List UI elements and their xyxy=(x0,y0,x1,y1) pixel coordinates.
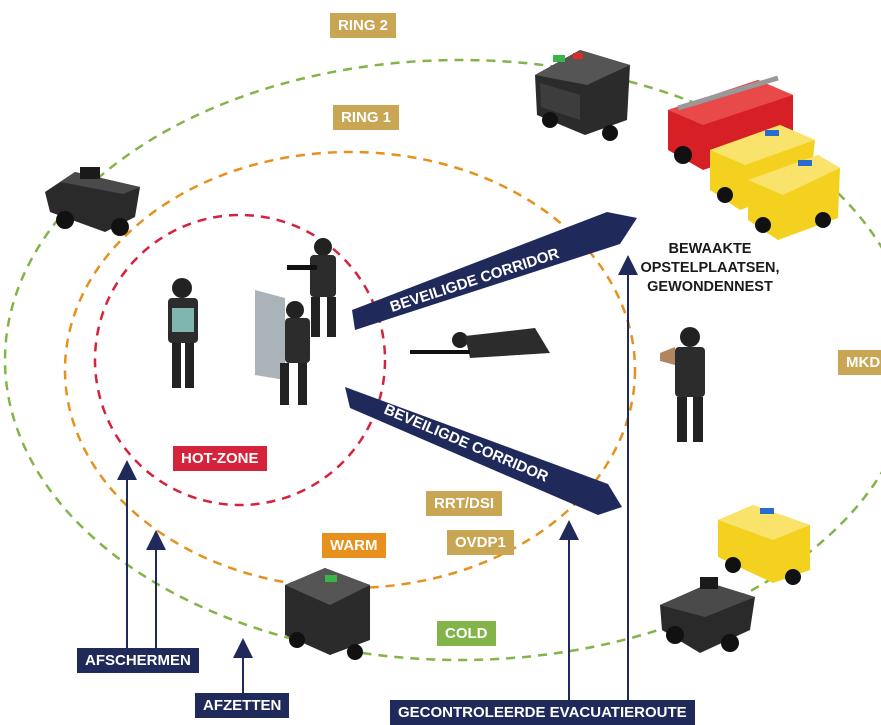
police-van-icon xyxy=(535,50,630,141)
afzetten-label: AFZETTEN xyxy=(195,693,290,718)
staging-line-2: OPSTELPLAATSEN, xyxy=(640,260,780,276)
armored-vehicle-icon-2 xyxy=(660,577,755,653)
afschermen-label: AFSCHERMEN xyxy=(77,648,199,673)
mkd-label: MKD xyxy=(838,350,881,375)
ovdp1-label: OVDP1 xyxy=(447,530,514,555)
rrt-dsi-label: RRT/DSI xyxy=(426,491,502,516)
ambulance-icon-3 xyxy=(718,505,810,585)
hot-zone-ring xyxy=(93,213,387,507)
staging-area-label: BEWAAKTE OPSTELPLAATSEN, GEWONDENNEST xyxy=(630,240,790,297)
tactical-officer-icon xyxy=(287,238,336,337)
ring2-label: RING 2 xyxy=(330,13,397,38)
police-van-icon-2 xyxy=(285,568,370,660)
armored-vehicle-icon xyxy=(45,167,140,236)
warm-zone-label: WARM xyxy=(322,533,386,558)
cold-zone-ring xyxy=(3,58,881,662)
hot-zone-label: HOT-ZONE xyxy=(173,446,267,471)
upper-corridor-label: BEVEILIGDE CORRIDOR xyxy=(388,245,561,316)
shield-officer-icon xyxy=(255,290,310,405)
staging-line-3: GEWONDENNEST xyxy=(647,279,773,295)
ambulance-icon-2 xyxy=(748,155,840,240)
suspect-figure-icon xyxy=(168,278,198,388)
sniper-figure-icon xyxy=(410,328,550,358)
evacuation-route-label: GECONTROLEERDE EVACUATIEROUTE xyxy=(390,700,695,725)
lower-corridor-label: BEVEILIGDE CORRIDOR xyxy=(381,401,550,486)
warm-zone-ring xyxy=(63,150,637,590)
upper-corridor-arrow: BEVEILIGDE CORRIDOR xyxy=(352,212,637,330)
officer-megaphone-icon xyxy=(660,327,705,442)
staging-line-1: BEWAAKTE xyxy=(668,241,752,257)
cold-zone-label: COLD xyxy=(437,621,496,646)
ring1-label: RING 1 xyxy=(333,105,400,130)
